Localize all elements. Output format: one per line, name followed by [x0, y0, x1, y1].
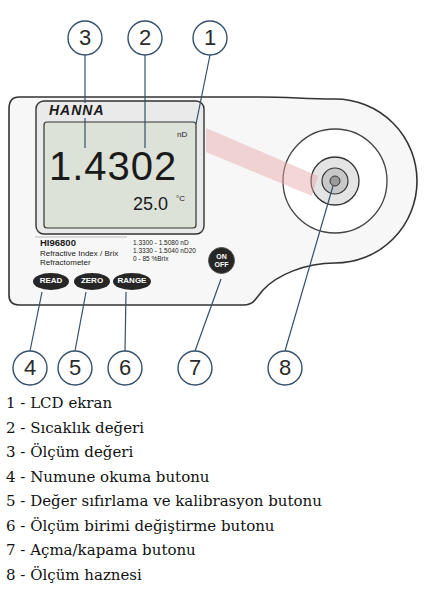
unit-symbol: nD: [177, 131, 187, 140]
button-label: ZERO: [81, 277, 103, 285]
light-beam: [206, 128, 318, 196]
callout-number: 3: [70, 24, 100, 52]
temperature-value: 25.0: [133, 195, 168, 215]
legend-line: 4 - Numune okuma butonu: [6, 468, 209, 486]
temperature-unit: °C: [176, 195, 185, 204]
brand-logo: HANNA: [47, 103, 107, 118]
callout-number: 2: [130, 24, 160, 52]
legend-line: 8 - Ölçüm haznesi: [6, 566, 142, 584]
device-description: Refractive Index / Brix Refractometer: [40, 250, 132, 268]
callout-number: 6: [110, 354, 140, 382]
sample-well: [283, 129, 387, 233]
read-button: READ: [33, 273, 69, 290]
callout-number: 5: [60, 354, 90, 382]
lcd-screen: HANNA 1.4302nD 25.0 °C: [35, 100, 205, 235]
legend-line: 6 - Ölçüm birimi değiştirme butonu: [6, 517, 275, 535]
button-label: READ: [40, 277, 63, 285]
legend-line: 2 - Sıcaklık değeri: [6, 419, 144, 437]
callout-number: 1: [195, 24, 225, 52]
range-button: RANGE: [113, 273, 151, 290]
measurement-value: 1.4302: [49, 144, 177, 188]
model-name: HI96800: [40, 238, 76, 248]
device-housing: HI96800Refractive Index / Brix Refractom…: [5, 95, 420, 307]
power-button: ONOFF: [208, 247, 235, 274]
range-spec: 1.3330 - 1.5040 nD20: [133, 247, 196, 254]
legend-line: 3 - Ölçüm değeri: [6, 443, 133, 461]
legend-line: 5 - Değer sıfırlama ve kalibrasyon buton…: [6, 492, 322, 510]
callout-number: 4: [15, 354, 45, 382]
legend-line: 7 - Açma/kapama butonu: [6, 541, 196, 559]
zero-button: ZERO: [74, 273, 110, 290]
callout-number: 8: [270, 354, 300, 382]
range-spec: 0 - 85 %Brix: [133, 255, 168, 262]
button-label: RANGE: [118, 277, 147, 285]
legend-line: 1 - LCD ekran: [6, 394, 112, 412]
callout-number: 7: [180, 354, 210, 382]
button-label: OFF: [215, 261, 229, 268]
range-spec: 1.3300 - 1.5080 nD: [133, 239, 189, 246]
button-label: ON: [216, 253, 227, 260]
